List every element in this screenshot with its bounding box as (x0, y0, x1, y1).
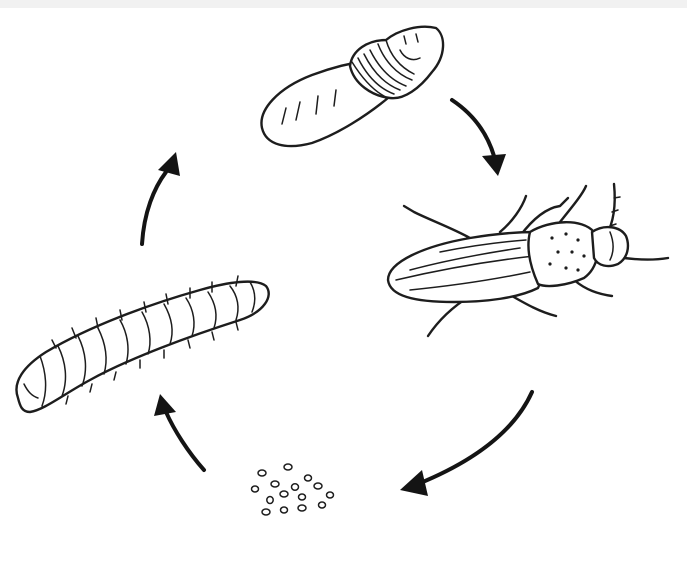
arrow-eggs-to-larva (154, 394, 204, 470)
larva-icon (16, 276, 268, 412)
beetle-icon (388, 184, 668, 336)
pupa-icon (261, 27, 443, 146)
arrow-pupa-to-adult (452, 100, 506, 176)
life-cycle-illustration (0, 8, 687, 574)
arrow-larva-to-pupa (142, 152, 180, 244)
eggs-icon (252, 464, 334, 515)
arrow-adult-to-eggs (400, 392, 532, 496)
